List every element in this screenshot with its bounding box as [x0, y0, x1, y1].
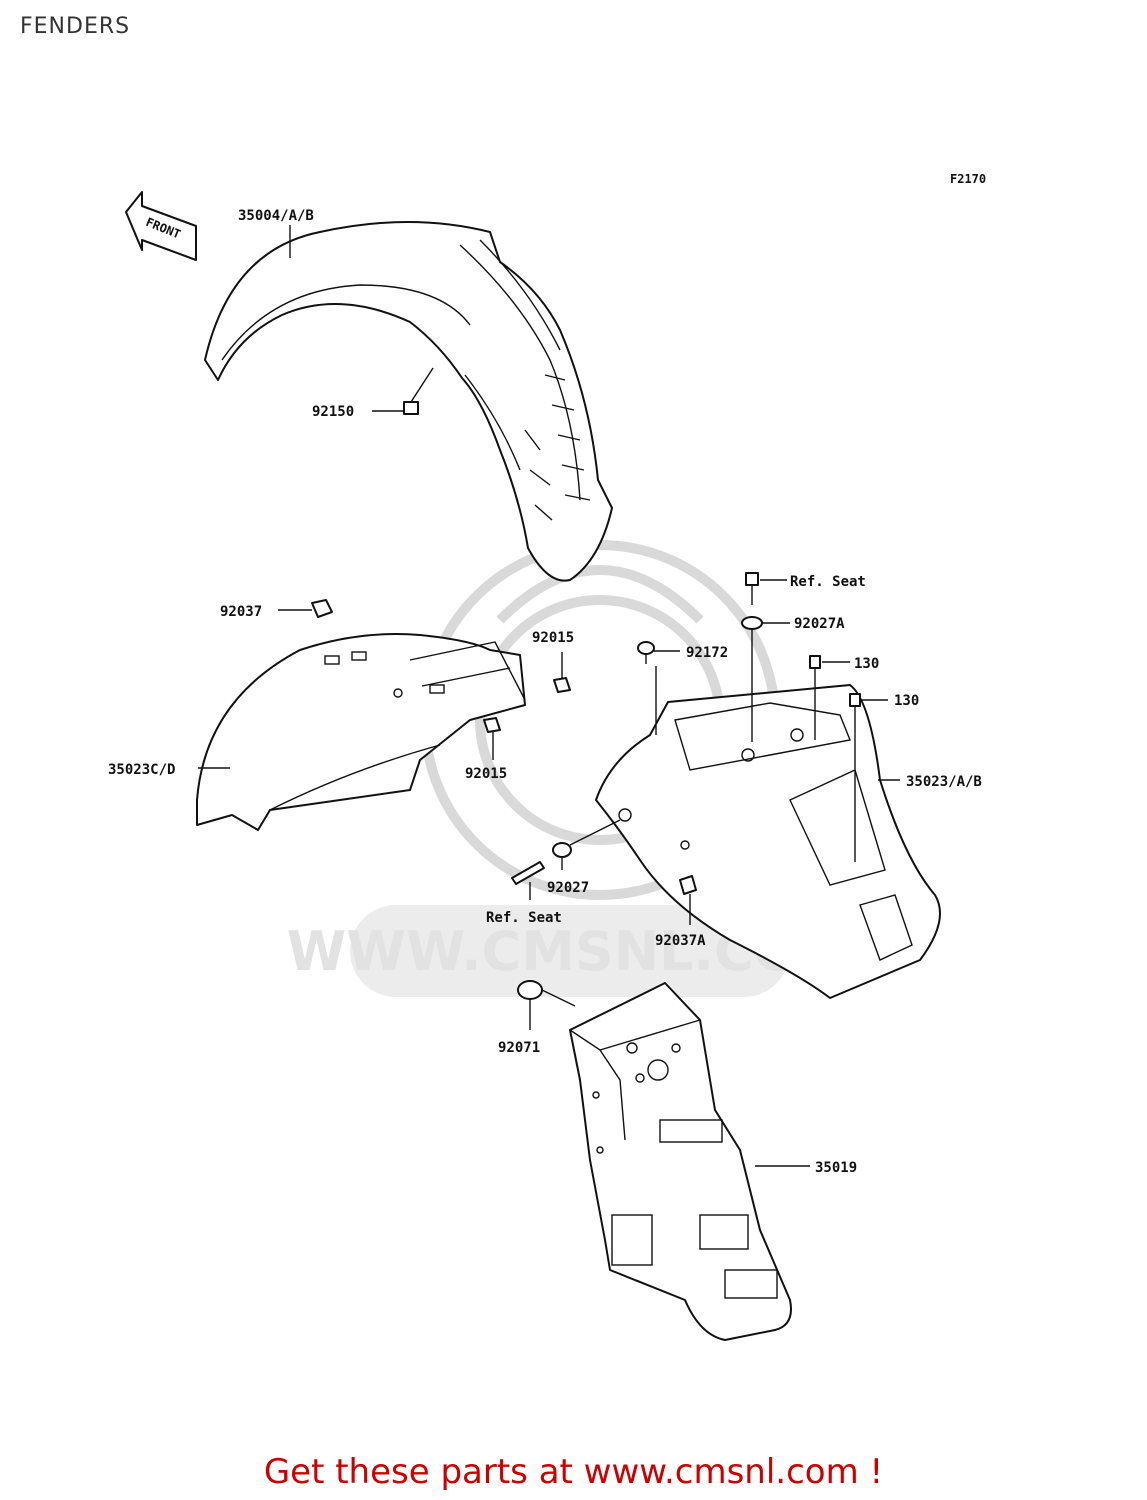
page-title: FENDERS	[20, 14, 131, 39]
label-92037A: 92037A	[655, 933, 706, 949]
bolt-130-b-part	[849, 693, 861, 707]
label-92172: 92172	[686, 645, 728, 661]
label-92015-upper: 92015	[532, 630, 574, 646]
label-ref-seat-top: Ref. Seat	[790, 574, 866, 590]
label-35023CD: 35023C/D	[108, 762, 175, 778]
rear-fender-part	[595, 684, 941, 999]
washer-92027A-part	[741, 616, 763, 630]
bolt-ref-seat-top-part	[745, 572, 759, 605]
grommet-92071-part	[517, 980, 543, 1000]
screw-92172-part	[637, 641, 655, 664]
label-35023AB: 35023/A/B	[906, 774, 982, 790]
bolt-130-a-part	[809, 655, 821, 669]
label-92071: 92071	[498, 1040, 540, 1056]
label-92027: 92027	[547, 880, 589, 896]
nut-92015-upper-part	[553, 677, 571, 693]
nut-92015-lower-part	[483, 717, 501, 733]
clip-92037A-part	[679, 875, 697, 895]
figure-code: F2170	[950, 172, 987, 186]
washer-92027-part	[552, 842, 572, 858]
rear-flap-part	[569, 982, 792, 1341]
footer-promo-text: Get these parts at www.cmsnl.com !	[263, 1452, 884, 1492]
front-fender-part	[204, 221, 613, 582]
front-direction-arrow: FRONT	[125, 191, 197, 261]
label-35019: 35019	[815, 1160, 857, 1176]
clip-92037-part	[311, 599, 333, 618]
label-ref-seat-bottom: Ref. Seat	[486, 910, 562, 926]
label-92015-lower: 92015	[465, 766, 507, 782]
label-130-b: 130	[894, 693, 919, 709]
leader-lines	[198, 225, 900, 1167]
label-35004AB: 35004/A/B	[238, 208, 314, 224]
bolt-92150-part	[403, 367, 434, 415]
label-130-a: 130	[854, 656, 879, 672]
label-92150: 92150	[312, 404, 354, 420]
label-92027A: 92027A	[794, 616, 845, 632]
callout-labels: 35004/A/B 92150 92037 92015 92015 35023C…	[108, 208, 982, 1176]
inner-fender-part	[196, 633, 526, 831]
label-92037: 92037	[220, 604, 262, 620]
bolt-ref-seat-bottom-part	[511, 861, 545, 885]
